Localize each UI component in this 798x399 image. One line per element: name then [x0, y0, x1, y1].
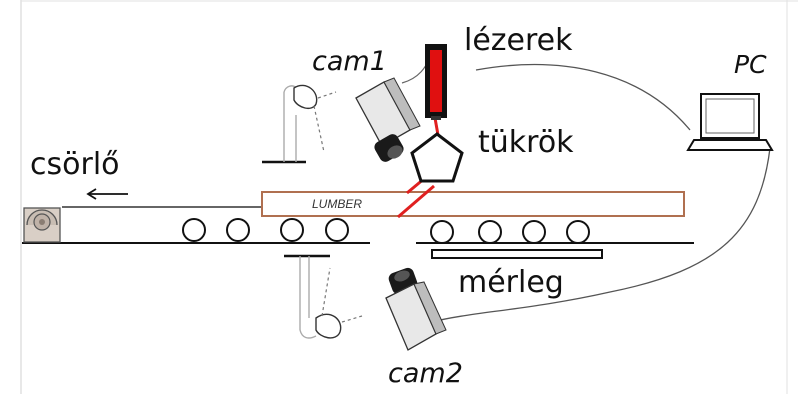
- label-cam1: cam1: [312, 46, 387, 77]
- label-mirrors: tükrök: [478, 125, 574, 160]
- laser-beam-vertical: [433, 117, 440, 136]
- cable-laser-pc: [475, 63, 691, 131]
- lamp-bottom-icon: [284, 254, 363, 339]
- scale-platform: [431, 249, 603, 259]
- label-winch: csörlő: [30, 147, 120, 182]
- lamp-icon: [262, 84, 337, 164]
- roller-icon: [182, 218, 349, 242]
- label-pc: PC: [734, 50, 767, 79]
- label-lasers: lézerek: [464, 23, 573, 58]
- laptop-icon: [686, 93, 774, 151]
- label-cam2: cam2: [388, 358, 463, 389]
- laser-beam-lower: [397, 184, 435, 219]
- camera-2-icon: [385, 267, 447, 351]
- pull-arrow-icon: [86, 188, 128, 200]
- winch-icon: [23, 207, 61, 243]
- roller-right-icon: [430, 220, 590, 244]
- laser-device-icon: [425, 44, 447, 120]
- lumber-board: [261, 191, 685, 217]
- label-lumber: LUMBER: [312, 197, 363, 211]
- pentagon-mirror-icon: [410, 132, 464, 183]
- cable-cam2-pc: [431, 147, 771, 323]
- camera-icon: [355, 77, 421, 162]
- label-scale: mérleg: [458, 265, 564, 300]
